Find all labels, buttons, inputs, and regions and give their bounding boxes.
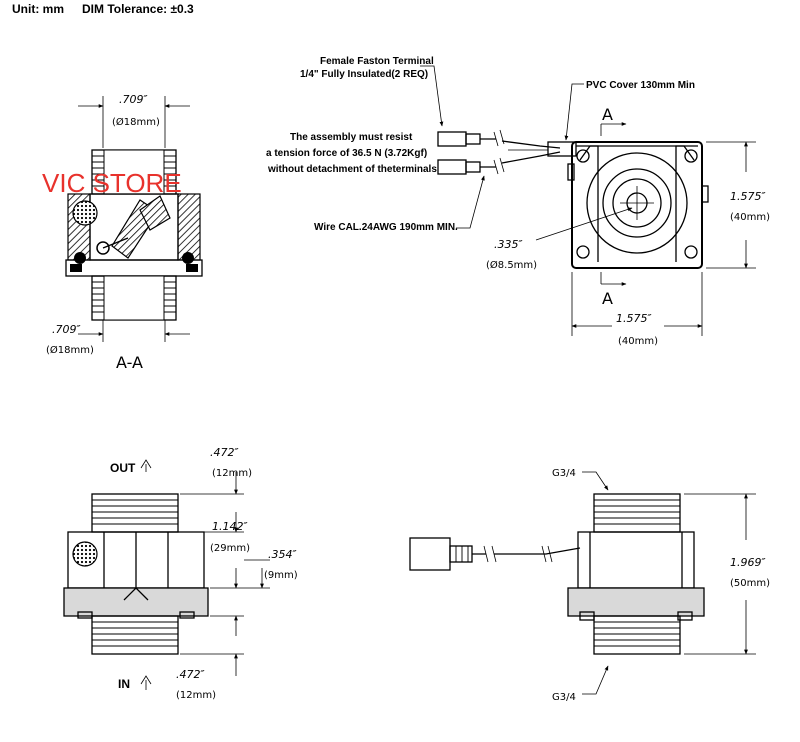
in-label: IN — [118, 677, 130, 691]
faston-terminal-2 — [437, 159, 467, 175]
front-dim-top-mm: (12mm) — [212, 468, 252, 479]
top-width-dim-in: 1.575″ — [616, 312, 652, 325]
mount-hole-tl — [576, 149, 590, 163]
pvc-note: PVC Cover 130mm Min — [586, 80, 695, 91]
out-arrow-icon — [140, 459, 152, 472]
top-width-dim-mm: (40mm) — [618, 336, 658, 347]
tolerance-label: DIM Tolerance: ±0.3 — [82, 2, 194, 16]
front-dim-mid-in: 1.142″ — [212, 520, 248, 533]
terminal-note-line2: 1/4" Fully Insulated(2 REQ) — [300, 69, 428, 80]
front-dim-top-in: .472″ — [210, 446, 239, 459]
thread-bottom-label: G3/4 — [552, 692, 576, 703]
front-dim-bottom-in: .472″ — [176, 668, 205, 681]
tension-note-line1: The assembly must resist — [290, 132, 413, 143]
wire-note: Wire CAL.24AWG 190mm MIN. — [314, 222, 458, 233]
front-view: OUT IN .472″ — [63, 446, 298, 701]
top-view: Female Faston Terminal 1/4" Fully Insula… — [266, 56, 770, 347]
side-height-dim-mm: (50mm) — [730, 578, 770, 589]
section-label: A-A — [116, 353, 143, 372]
top-height-dim-mm: (40mm) — [730, 212, 770, 223]
section-bottom-dim-mm: (Ø18mm) — [46, 344, 94, 356]
section-view-a-a: .709″ (Ø18mm) — [46, 93, 203, 372]
thread-top-label: G3/4 — [552, 468, 576, 479]
hole-dim-mm: (Ø8.5mm) — [486, 259, 537, 271]
out-label: OUT — [110, 461, 136, 475]
top-height-dim-in: 1.575″ — [730, 190, 766, 203]
section-top-dim-mm: (Ø18mm) — [112, 116, 160, 128]
terminal-note-line1: Female Faston Terminal — [320, 56, 434, 67]
side-view: G3/4 G3/4 — [409, 468, 770, 703]
sensor-coil-icon — [72, 200, 98, 226]
side-body — [577, 531, 695, 589]
mount-hole-br — [684, 245, 698, 259]
front-dim-mid-mm: (29mm) — [210, 543, 250, 554]
tension-note-line2: a tension force of 36.5 N (3.72Kgf) — [266, 148, 427, 159]
section-marker-bottom: A — [602, 289, 613, 308]
side-terminal-connector — [409, 537, 451, 571]
mount-hole-bl — [576, 245, 590, 259]
mount-hole-tr — [684, 149, 698, 163]
outer-ring — [586, 152, 688, 254]
front-dim-side-mm: (9mm) — [264, 570, 298, 581]
front-dim-side-in: .354″ — [268, 548, 297, 561]
front-dim-bottom-mm: (12mm) — [176, 690, 216, 701]
front-coil-icon — [72, 541, 98, 567]
side-height-dim-in: 1.969″ — [730, 556, 766, 569]
store-watermark: VIC STORE — [42, 168, 182, 198]
faston-terminal-1 — [437, 131, 467, 147]
tension-note-line3: without detachment of theterminals — [267, 164, 437, 175]
sensor-body-top — [571, 141, 703, 269]
section-bottom-dim-in: .709″ — [52, 323, 81, 336]
hole-dim-in: .335″ — [494, 238, 523, 251]
in-arrow-icon — [140, 675, 152, 690]
unit-label: Unit: mm — [12, 2, 64, 16]
section-top-dim-in: .709″ — [119, 93, 148, 106]
section-marker-top: A — [602, 105, 613, 124]
